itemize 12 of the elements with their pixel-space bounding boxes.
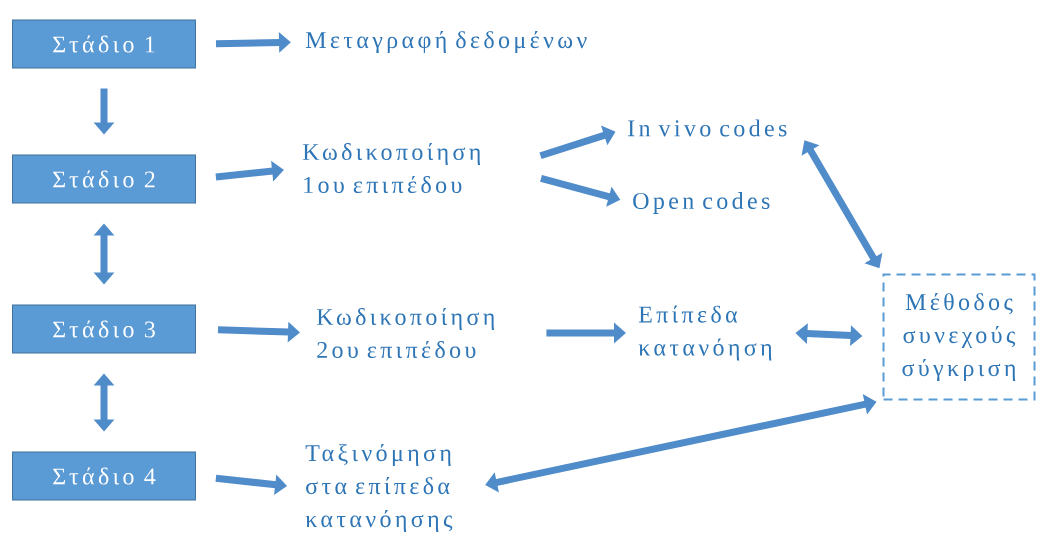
- step-text: Open codes: [633, 192, 770, 214]
- stage-box: Στάδιο 3: [12, 304, 196, 354]
- step-text: Ταξινόμηση στα επίπεδα κατανόησης: [305, 444, 453, 532]
- stage-box: Στάδιο 1: [12, 19, 196, 69]
- step-text: In vivo codes: [628, 119, 787, 137]
- method-box: Μέθοδος συνεχούς σύγκριση: [882, 273, 1036, 401]
- step-text: Μεταγραφή δεδομένων: [305, 30, 587, 54]
- step-text: Επίπεδα κατανόηση: [638, 305, 772, 361]
- step-text: Κωδικοποίηση 2ου επιπέδου: [316, 307, 495, 359]
- stage-box: Στάδιο 2: [12, 154, 196, 204]
- step-text: Κωδικοποίηση 1ου επιπέδου: [302, 142, 481, 194]
- stage-box: Στάδιο 4: [12, 451, 196, 501]
